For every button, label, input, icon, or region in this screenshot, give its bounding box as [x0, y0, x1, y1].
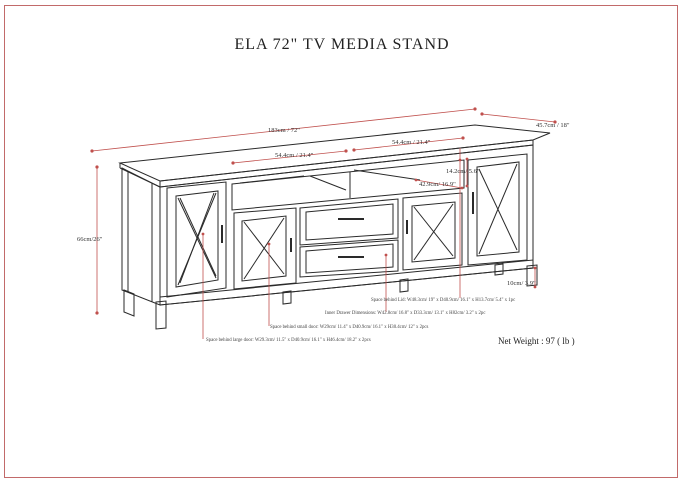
right-large-door — [467, 153, 528, 266]
right-opening-label: 54.4cm / 21.4" — [392, 139, 431, 146]
left-large-door — [166, 181, 227, 298]
door-handle-icon — [290, 238, 292, 252]
opening-depth-label: 42.9cm/ 16.9" — [419, 181, 456, 188]
door-handle-icon — [406, 220, 408, 234]
small-door-note: Space behind small door: W29cm/ 11.4" x … — [270, 325, 429, 330]
opening-height-label: 14.2cm/ 5.6" — [446, 168, 480, 175]
leg-height-label: 10cm/ 3.9" — [507, 280, 536, 287]
open-shelf — [231, 159, 465, 211]
dimension-lines — [90, 107, 557, 339]
page-border — [4, 5, 678, 478]
left-small-door — [233, 207, 297, 290]
width-label: 183cm / 72" — [268, 127, 300, 134]
door-handle-icon — [472, 192, 474, 214]
drawer-handle-icon — [338, 256, 364, 258]
height-label: 66cm/26" — [77, 236, 103, 243]
large-door-note: Space behind large door: W29.3cm/ 11.5" … — [206, 338, 371, 343]
drawers — [299, 198, 399, 278]
page-title: ELA 72" TV MEDIA STAND — [234, 36, 450, 53]
legs — [123, 263, 538, 330]
drawer-handle-icon — [338, 218, 364, 220]
tabletop — [118, 124, 551, 182]
left-opening-label: 54.4cm / 21.4" — [275, 152, 314, 159]
door-handle-icon — [221, 225, 223, 243]
tv-stand-drawing — [118, 124, 551, 330]
net-weight: Net Weight : 97 ( lb ) — [498, 336, 575, 346]
drawer-dims-note: Inner Drawer Dimensions: W42.8cm/ 16.8" … — [325, 311, 485, 316]
right-small-door — [402, 192, 463, 271]
depth-label: 45.7cm / 18" — [536, 122, 570, 129]
lid-space-note: Space behind Lid: W48.3cm/ 19" x D40.9cm… — [371, 298, 515, 303]
